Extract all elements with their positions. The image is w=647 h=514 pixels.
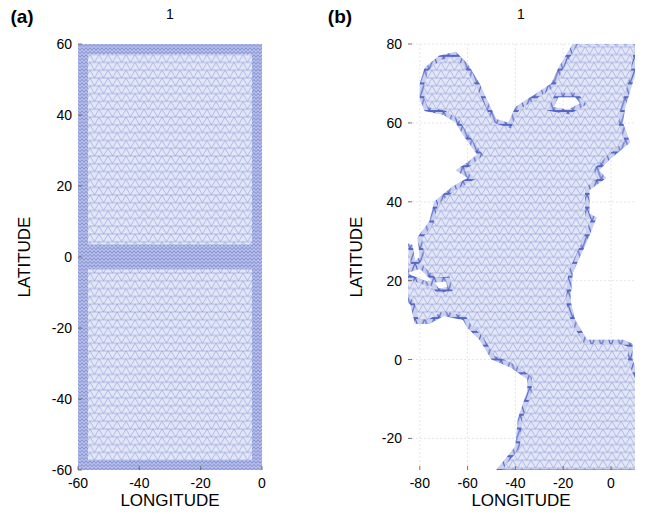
tick-label: -20	[52, 321, 72, 335]
axis-title: LATITUDE	[16, 217, 33, 298]
panel-letter: (b)	[328, 7, 352, 26]
mesh-refined	[78, 460, 262, 470]
axis-ticks	[408, 44, 611, 470]
panel-title: 1	[517, 7, 525, 21]
tick-label: -80	[410, 476, 430, 490]
tick-label: -20	[382, 431, 402, 445]
panel-title: 1	[166, 7, 174, 21]
tick-label: 0	[258, 476, 266, 490]
tick-label: 40	[56, 108, 72, 122]
tick-label: -40	[52, 392, 72, 406]
tick-label: 0	[64, 250, 72, 264]
coastal-refinement	[408, 44, 635, 470]
tick-label: 0	[394, 353, 402, 367]
tick-label: 60	[386, 116, 402, 130]
equatorial-band	[78, 245, 262, 270]
tick-label: 40	[386, 195, 402, 209]
tick-label: 0	[607, 476, 615, 490]
tick-label: -60	[68, 476, 88, 490]
mesh-refined	[78, 44, 262, 54]
axis-title: LONGITUDE	[471, 492, 570, 509]
tick-label: -40	[505, 476, 525, 490]
tick-label: -60	[457, 476, 477, 490]
tick-label: -20	[553, 476, 573, 490]
panel-letter: (a)	[10, 7, 33, 26]
atlantic-mesh	[408, 44, 635, 470]
tick-label: -20	[191, 476, 211, 490]
axis-ticks	[78, 44, 262, 470]
tick-label: -40	[129, 476, 149, 490]
mesh-fill	[78, 44, 262, 470]
tick-label: 80	[386, 37, 402, 51]
axis-title: LONGITUDE	[120, 492, 219, 509]
tick-label: -60	[52, 463, 72, 477]
tick-label: 20	[56, 179, 72, 193]
rectangular-mesh	[78, 44, 262, 470]
tick-label: 20	[386, 274, 402, 288]
tick-label: 60	[56, 37, 72, 51]
axis-title: LATITUDE	[348, 217, 365, 298]
